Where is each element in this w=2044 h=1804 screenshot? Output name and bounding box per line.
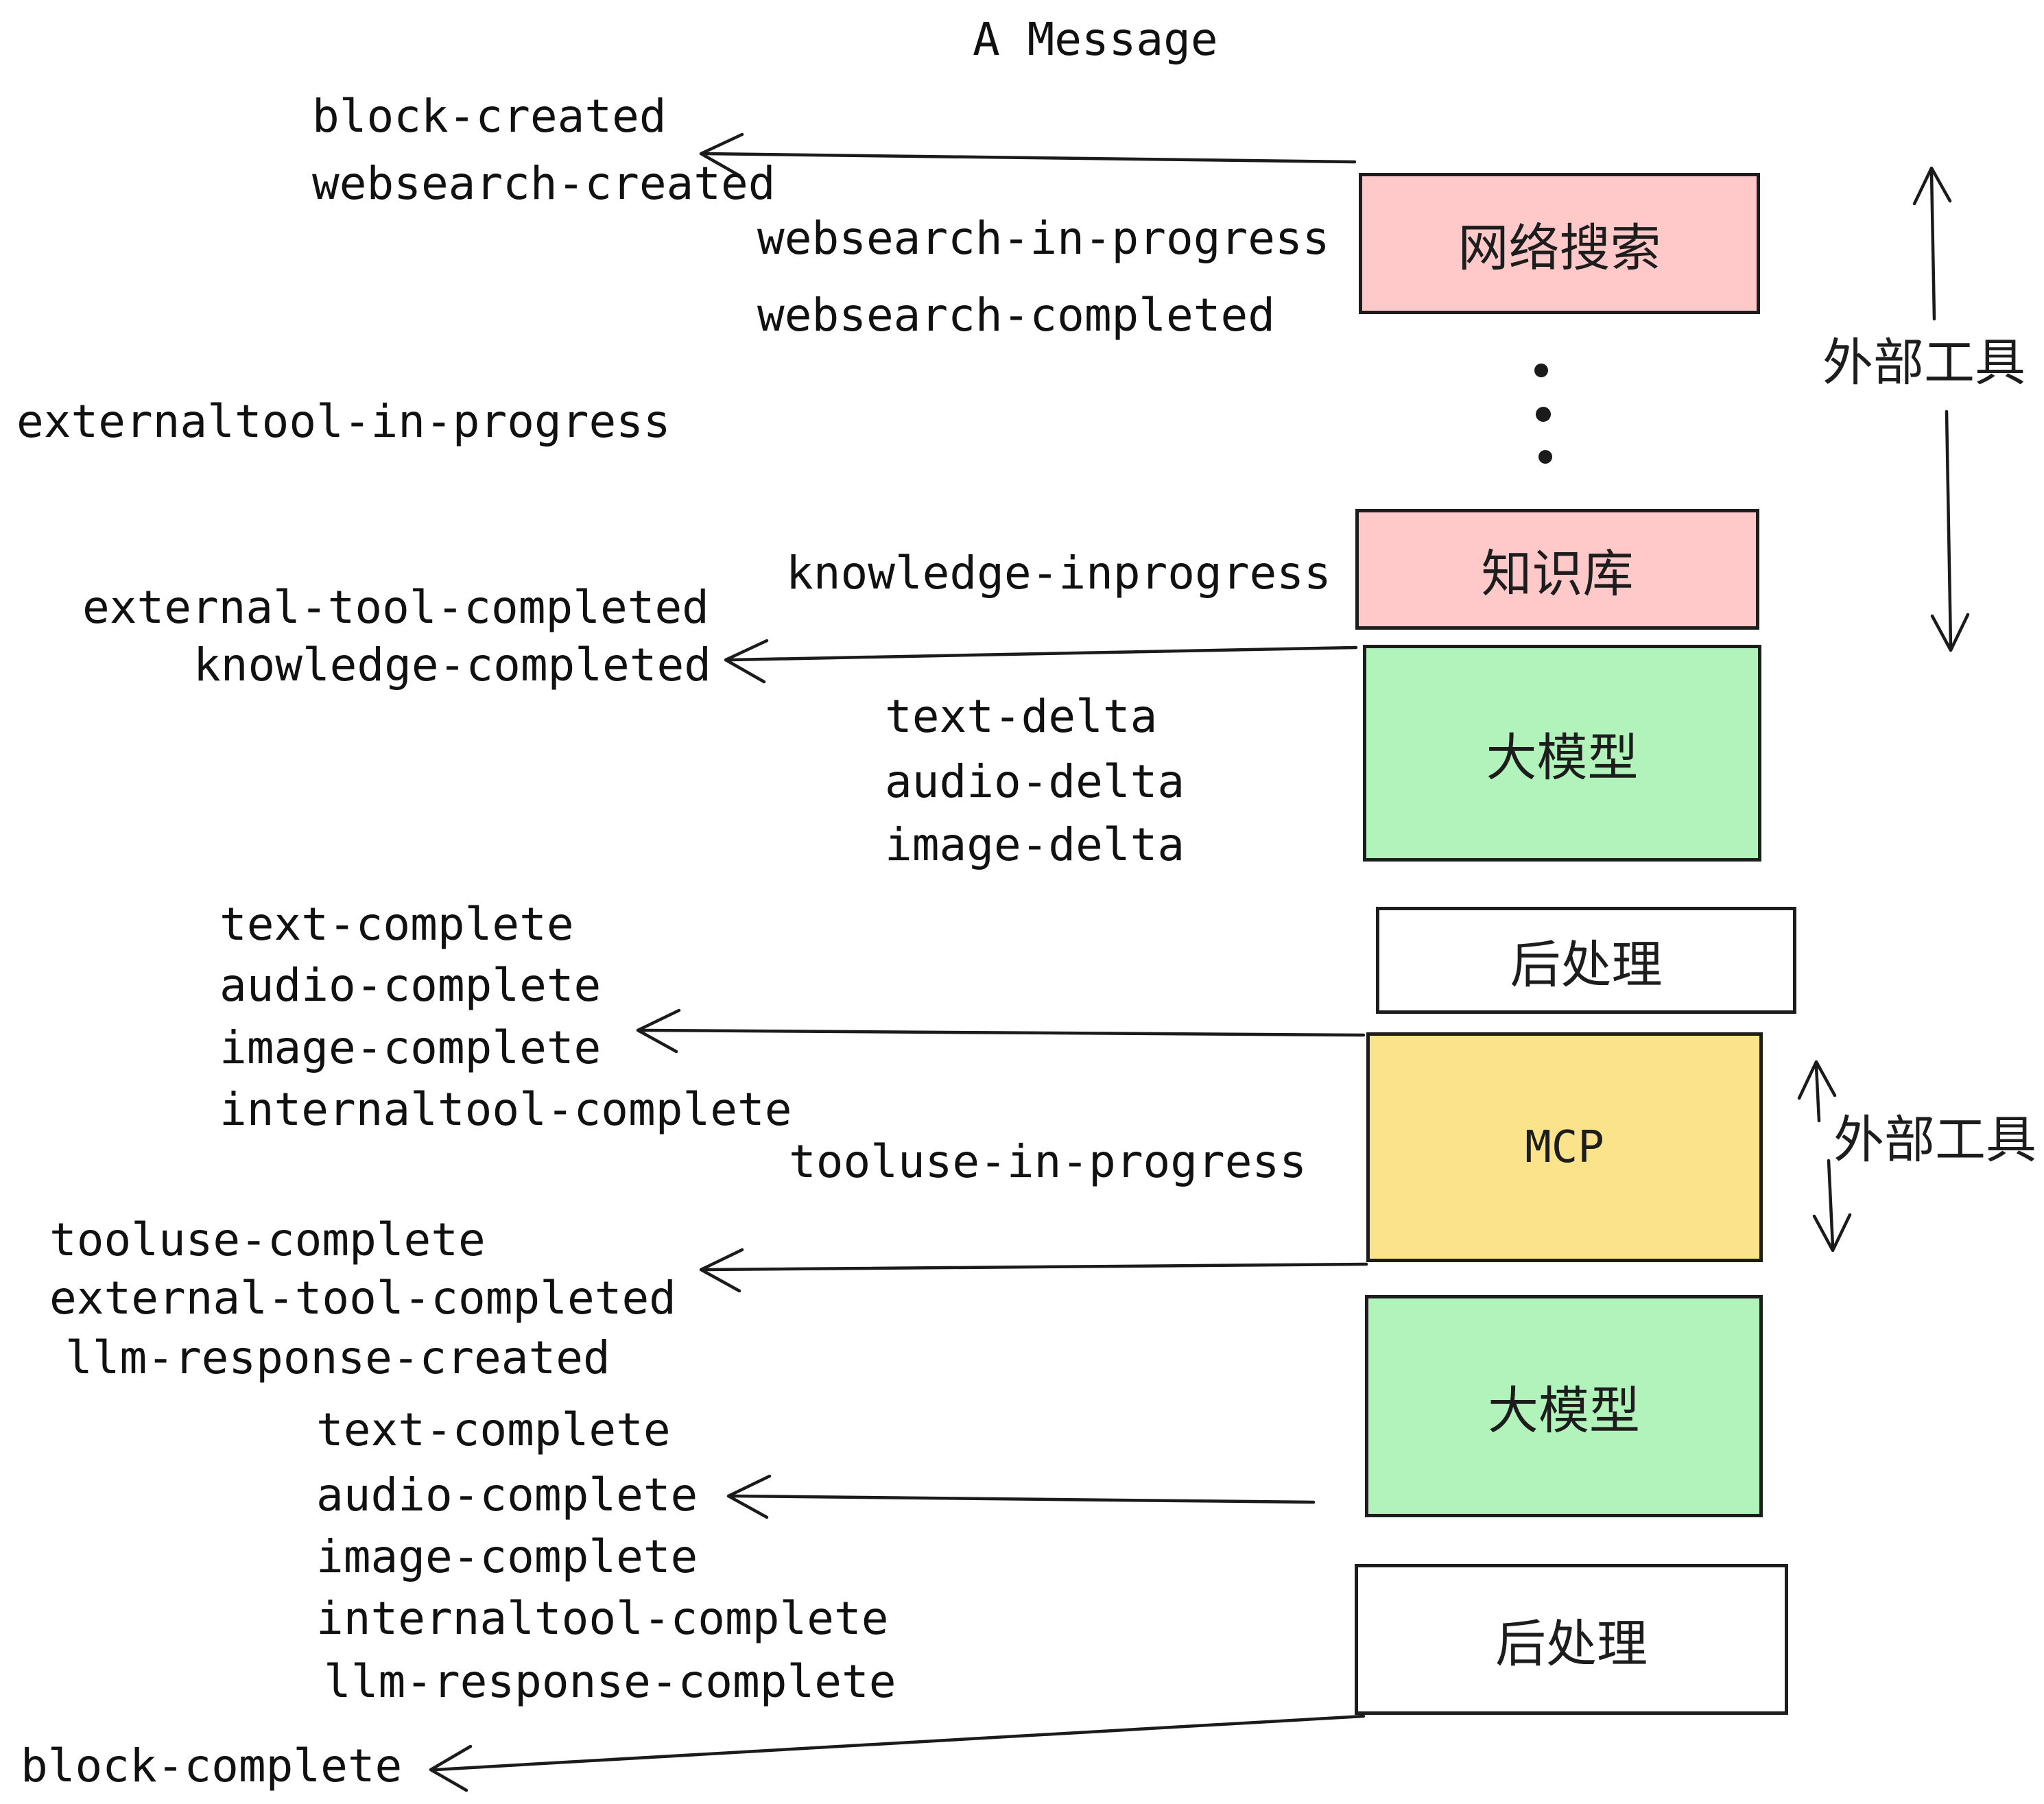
event-text-delta-1: text-delta	[885, 690, 1158, 743]
event-externaltool-in-progress: externaltool-in-progress	[16, 395, 671, 448]
box-llm-1: 大模型	[1363, 645, 1761, 862]
event-block-created: block-created	[312, 90, 667, 143]
arrowhead-external-tools-2-up	[1797, 1060, 1837, 1100]
event-image-complete-2: image-complete	[316, 1530, 698, 1583]
arrow-line-knowledge-completed	[728, 645, 1358, 662]
event-websearch-created: websearch-created	[312, 157, 776, 210]
event-block-complete: block-complete	[21, 1740, 403, 1792]
event-llm-response-complete: llm-response-complete	[324, 1655, 896, 1708]
side-label-external-tools-2: 外部工具	[1833, 1111, 2036, 1170]
box-llm-2-label: 大模型	[1488, 1381, 1640, 1440]
ellipsis-dots	[1534, 364, 1552, 464]
event-internaltool-complete-2: internaltool-complete	[316, 1592, 889, 1645]
event-image-delta-1: image-delta	[885, 818, 1185, 871]
box-postprocess-1: 后处理	[1376, 907, 1796, 1014]
box-llm-1-label: 大模型	[1486, 728, 1639, 787]
arrowhead-image-complete-1	[636, 1008, 681, 1054]
box-websearch-label: 网络搜索	[1458, 218, 1661, 278]
arrowhead-knowledge-completed	[724, 639, 769, 684]
event-internaltool-complete-1: internaltool-complete	[219, 1083, 792, 1136]
side-label-external-tools-1: 外部工具	[1822, 333, 2025, 392]
box-llm-2: 大模型	[1365, 1295, 1763, 1517]
event-audio-complete-1: audio-complete	[219, 959, 602, 1012]
event-knowledge-inprogress: knowledge-inprogress	[786, 547, 1331, 600]
event-audio-delta-1: audio-delta	[885, 755, 1185, 808]
arrow-line-block-complete	[433, 1714, 1366, 1772]
arrowhead-block-complete	[429, 1744, 473, 1792]
arrowhead-audio-complete-2	[726, 1474, 772, 1519]
event-knowledge-completed: knowledge-completed	[193, 639, 711, 691]
event-audio-complete-2: audio-complete	[316, 1469, 698, 1521]
diagram-title: A Message	[973, 13, 1218, 66]
box-mcp: MCP	[1366, 1032, 1763, 1262]
event-text-complete-2: text-complete	[316, 1403, 671, 1456]
event-tooluse-complete: tooluse-complete	[49, 1213, 486, 1266]
arrow-line-audio-complete-2	[730, 1494, 1316, 1504]
event-text-complete-1: text-complete	[219, 898, 574, 951]
arrow-line-image-complete-1	[640, 1028, 1366, 1037]
arrowhead-external-tools-1-down	[1930, 613, 1970, 652]
box-mcp-label: MCP	[1525, 1121, 1604, 1173]
box-websearch: 网络搜索	[1359, 173, 1760, 314]
arrowhead-external-tools-1-up	[1912, 166, 1952, 206]
box-knowledge-base: 知识库	[1355, 509, 1759, 630]
box-postprocess-1-label: 后处理	[1510, 935, 1663, 995]
box-knowledge-label: 知识库	[1481, 544, 1634, 604]
arrowhead-external-tools-2-down	[1812, 1213, 1852, 1253]
arrow-line-external-tools-2-up	[1814, 1064, 1821, 1123]
box-postprocess-2: 后处理	[1355, 1564, 1788, 1715]
arrow-line-external-tools-2-down	[1827, 1159, 1835, 1248]
arrow-line-external-tools-1-down	[1945, 410, 1953, 648]
event-llm-response-created: llm-response-created	[65, 1331, 610, 1384]
event-external-tool-completed-1: external-tool-completed	[82, 581, 709, 634]
arrowhead-tooluse-complete	[699, 1248, 744, 1293]
event-websearch-in-progress: websearch-in-progress	[757, 212, 1330, 265]
event-image-complete-1: image-complete	[219, 1021, 602, 1074]
box-postprocess-2-label: 后处理	[1495, 1614, 1648, 1674]
event-external-tool-completed-2: external-tool-completed	[49, 1272, 676, 1325]
event-tooluse-in-progress: tooluse-in-progress	[789, 1135, 1307, 1188]
arrow-line-block-created	[703, 152, 1357, 164]
arrowhead-block-created	[699, 132, 744, 178]
event-websearch-completed: websearch-completed	[757, 289, 1275, 342]
arrow-line-tooluse-complete	[703, 1262, 1368, 1272]
arrow-line-external-tools-1-up	[1929, 169, 1936, 321]
